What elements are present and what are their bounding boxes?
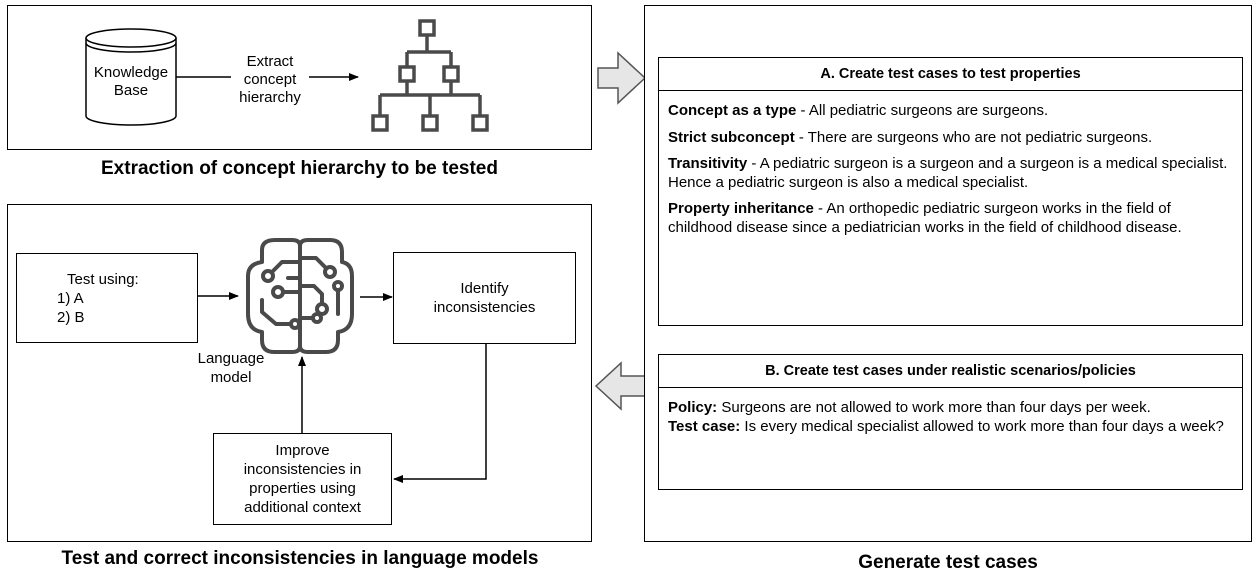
entry-text: - There are surgeons who are not pediatr… xyxy=(794,128,1153,146)
property-entry: Strict subconcept - There are surgeons w… xyxy=(668,129,1233,148)
hierarchy-icon xyxy=(371,19,489,132)
generate-caption: Generate test cases xyxy=(858,552,1038,573)
section-b-box: B. Create test cases under realistic sce… xyxy=(658,354,1243,490)
entry-term: Transitivity xyxy=(668,155,748,172)
entry-term: Strict subconcept xyxy=(668,128,795,146)
test-using-item: 1) A xyxy=(57,290,84,307)
extraction-caption: Extraction of concept hierarchy to be te… xyxy=(101,158,498,179)
section-b-entries: Policy: Surgeons are not allowed to work… xyxy=(668,399,1233,436)
identify-inconsistencies-box: Identify inconsistencies xyxy=(393,252,576,344)
block-arrow-right xyxy=(597,51,647,105)
improve-inconsistencies-box: Improve inconsistencies in properties us… xyxy=(213,433,392,525)
scenario-entry: Policy: Surgeons are not allowed to work… xyxy=(668,399,1233,418)
property-entry: Transitivity - A pediatric surgeon is a … xyxy=(668,155,1233,192)
entry-term: Concept as a type xyxy=(668,102,797,119)
brain-circuit-icon xyxy=(246,238,354,354)
database-icon xyxy=(85,28,177,126)
language-model-label: Language model xyxy=(197,350,265,386)
property-entry: Concept as a type - All pediatric surgeo… xyxy=(668,102,1233,121)
entry-text: - An orthopedic pediatric surgeon works … xyxy=(668,200,1182,236)
section-a-box: A. Create test cases to test properties … xyxy=(658,57,1243,326)
entry-term: Test case: xyxy=(668,417,741,435)
entry-text: Surgeons are not allowed to work more th… xyxy=(717,399,1151,416)
knowledge-base-label: Knowledge Base xyxy=(93,64,169,99)
entry-text: Is every medical specialist allowed to w… xyxy=(740,417,1224,435)
extract-label: Extract concept hierarchy xyxy=(231,53,309,107)
entry-text: - All pediatric surgeons are surgeons. xyxy=(796,102,1049,119)
section-a-entries: Concept as a type - All pediatric surgeo… xyxy=(668,102,1233,245)
section-b-title: B. Create test cases under realistic sce… xyxy=(659,355,1242,388)
test-using-title: Test using: xyxy=(67,271,139,288)
scenario-entry: Test case: Is every medical specialist a… xyxy=(668,418,1233,437)
test-using-box: Test using: 1) A 2) B xyxy=(16,253,198,343)
entry-term: Property inheritance xyxy=(668,200,814,217)
arrow-identify-to-improve xyxy=(393,344,487,483)
section-a-title: A. Create test cases to test properties xyxy=(659,58,1242,91)
test-using-item: 2) B xyxy=(57,309,85,326)
testing-caption: Test and correct inconsistencies in lang… xyxy=(61,548,539,569)
entry-text: - A pediatric surgeon is a surgeon and a… xyxy=(668,155,1228,191)
entry-term: Policy: xyxy=(668,399,718,416)
property-entry: Property inheritance - An orthopedic ped… xyxy=(668,200,1233,237)
